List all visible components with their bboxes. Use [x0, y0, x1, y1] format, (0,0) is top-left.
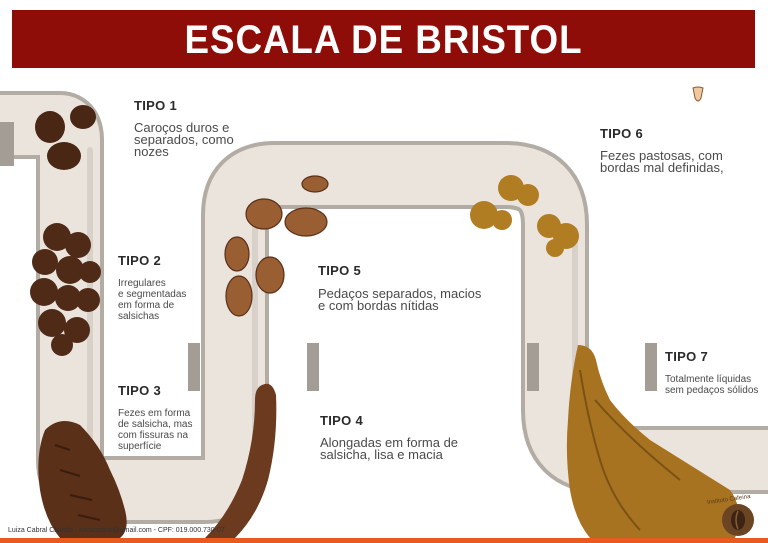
- type1-description-line: Caroços duros e: [134, 120, 230, 135]
- type7-description-line: Totalmente líquidas: [665, 374, 752, 385]
- type7-liquid: [566, 345, 739, 538]
- type2-stool: [30, 223, 101, 356]
- type4-stool: [205, 383, 277, 538]
- type6-stool: [470, 175, 579, 257]
- type1-label: TIPO 1: [134, 98, 177, 113]
- type2-segment: [43, 223, 71, 251]
- type3-label: TIPO 3: [118, 383, 161, 398]
- type6-mush: [492, 210, 512, 230]
- type1-lump: [70, 105, 96, 129]
- type5-description: Pedaços separados, macios e com bordas n…: [318, 286, 482, 313]
- type5-blob: [245, 198, 283, 230]
- type3-description: Fezes em forma de salsicha, mas com fiss…: [118, 408, 192, 452]
- type7-stool: [566, 345, 739, 538]
- type5-blob: [225, 275, 253, 317]
- page-title: ESCALA DE BRISTOL: [184, 18, 583, 62]
- type4-description-line: salsicha, lisa e macia: [320, 447, 443, 462]
- pipe-joint-2: [188, 343, 200, 391]
- type2-segment: [55, 285, 81, 311]
- type5-description-line: Pedaços separados, macios: [318, 286, 482, 301]
- type5-blob: [224, 236, 250, 272]
- type5-blob: [301, 175, 329, 193]
- type2-description-line: salsichas: [118, 311, 160, 322]
- pipe-joint-5: [645, 343, 657, 391]
- type3-cracks: [54, 444, 101, 521]
- coffee-bean-icon: [731, 510, 745, 530]
- type6-label: TIPO 6: [600, 126, 643, 141]
- title-banner: ESCALA DE BRISTOL: [12, 10, 755, 68]
- type1-lump: [35, 111, 65, 143]
- footer-bar: [0, 538, 768, 543]
- glove-icon: [692, 86, 704, 102]
- type2-segment: [51, 334, 73, 356]
- type6-mush: [517, 184, 539, 206]
- type6-description-line: Fezes pastosas, com: [600, 148, 723, 163]
- pipe-joints: [0, 122, 657, 391]
- type2-segment: [32, 249, 58, 275]
- type2-label: TIPO 2: [118, 253, 161, 268]
- type5-label: TIPO 5: [318, 263, 361, 278]
- type7-description: Totalmente líquidas sem pedaços sólidos: [665, 374, 758, 396]
- type4-description-line: Alongadas em forma de: [320, 435, 459, 450]
- type6-mush: [546, 239, 564, 257]
- type3-description-line: Fezes em forma: [118, 408, 191, 419]
- type4-label: TIPO 4: [320, 413, 363, 428]
- type2-segment: [64, 317, 90, 343]
- type5-blob: [255, 256, 285, 294]
- type5-stool: [224, 175, 329, 317]
- type2-segment: [79, 261, 101, 283]
- type1-description-line: nozes: [134, 144, 169, 159]
- type6-mush: [470, 201, 498, 229]
- coffee-bean-crease: [735, 510, 739, 530]
- type2-segment: [30, 278, 58, 306]
- type2-segment: [76, 288, 100, 312]
- type5-description-line: e com bordas nítidas: [318, 298, 439, 313]
- type2-segment: [38, 309, 66, 337]
- type4-sausage: [205, 383, 277, 538]
- footer-credit: Luiza Cabral Cláudio - luizacabral@gmail…: [8, 527, 225, 534]
- type2-description: Irregulares e segmentadas em forma de sa…: [118, 278, 186, 322]
- type6-description-line: bordas mal definidas,: [600, 160, 724, 175]
- type1-description: Caroços duros e separados, como nozes: [134, 120, 234, 159]
- type2-segment: [56, 256, 84, 284]
- type7-description-line: sem pedaços sólidos: [665, 385, 759, 396]
- type1-lump: [47, 142, 81, 170]
- type2-segment: [65, 232, 91, 258]
- type3-stool: [38, 421, 127, 538]
- type3-description-line: de salsicha, mas: [118, 419, 193, 430]
- type2-description-line: em forma de: [118, 300, 175, 311]
- type3-description-line: superfície: [118, 441, 162, 452]
- type2-description-line: e segmentadas: [118, 289, 187, 300]
- type2-description-line: Irregulares: [118, 278, 166, 289]
- type3-description-line: com fissuras na: [118, 430, 189, 441]
- type6-description: Fezes pastosas, com bordas mal definidas…: [600, 148, 724, 175]
- type5-blob: [284, 207, 328, 237]
- logo-badge: [722, 504, 754, 536]
- pipe-joint-3: [307, 343, 319, 391]
- type1-stool: [35, 105, 96, 170]
- type7-liquid-shade: [579, 369, 681, 531]
- type7-label: TIPO 7: [665, 349, 708, 364]
- pipe-joint-1: [0, 122, 14, 166]
- type3-sausage: [38, 421, 127, 538]
- pipe-joint-4: [527, 343, 539, 391]
- type4-description: Alongadas em forma de salsicha, lisa e m…: [320, 435, 459, 462]
- type1-description-line: separados, como: [134, 132, 234, 147]
